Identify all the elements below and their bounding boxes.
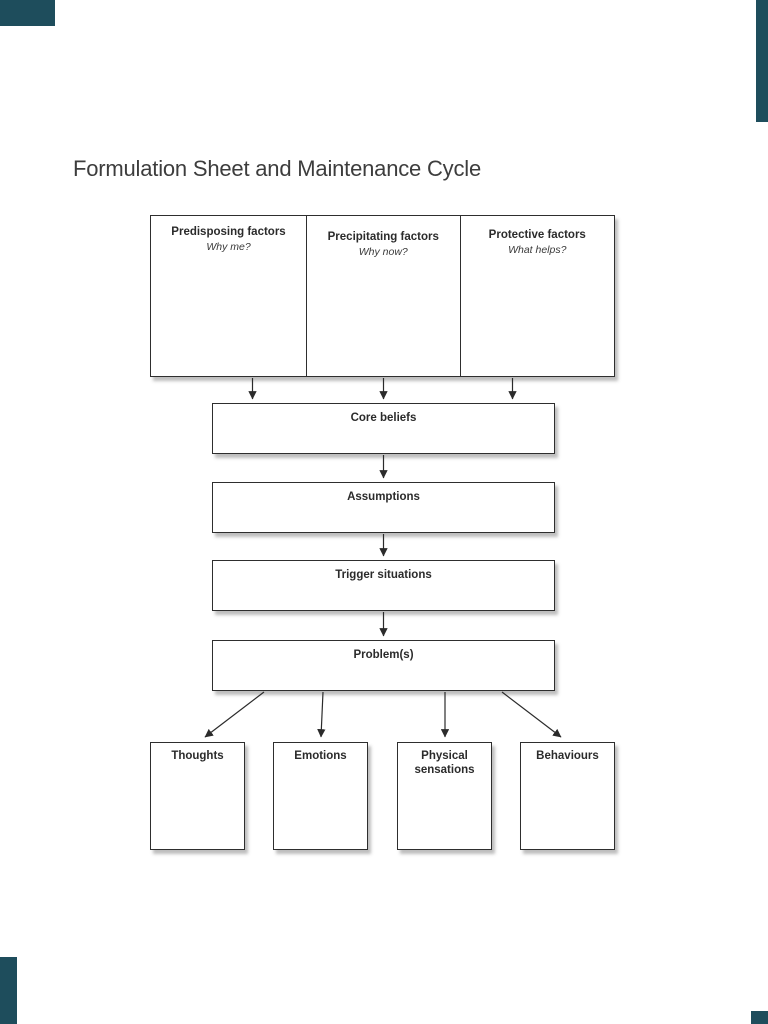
box-subtitle: What helps? — [508, 244, 567, 257]
arrow-problems-to-behaviours — [501, 691, 562, 738]
box-protective-factors: Protective factors What helps? — [459, 215, 615, 377]
box-thoughts: Thoughts — [150, 742, 245, 850]
box-predisposing-factors: Predisposing factors Why me? — [150, 215, 307, 377]
box-title: Predisposing factors — [171, 226, 286, 238]
box-trigger-situations: Trigger situations — [212, 560, 555, 611]
box-behaviours: Behaviours — [520, 742, 615, 850]
box-title: Thoughts — [171, 750, 224, 762]
box-problems: Problem(s) — [212, 640, 555, 691]
box-subtitle: Why me? — [206, 241, 251, 254]
factor-boxes-row: Predisposing factors Why me? Precipitati… — [150, 215, 615, 377]
box-core-beliefs: Core beliefs — [212, 403, 555, 454]
box-assumptions: Assumptions — [212, 482, 555, 533]
box-title: Protective factors — [488, 229, 586, 241]
box-precipitating-factors: Precipitating factors Why now? — [305, 215, 461, 377]
box-emotions: Emotions — [273, 742, 368, 850]
page-title: Formulation Sheet and Maintenance Cycle — [73, 156, 481, 181]
box-title: Problem(s) — [353, 649, 414, 661]
box-title: Precipitating factors — [327, 231, 439, 243]
box-title: Assumptions — [347, 491, 420, 503]
box-subtitle: Why now? — [358, 246, 408, 259]
arrow-problems-to-thoughts — [204, 691, 265, 738]
corner-mark-top-left — [0, 0, 55, 26]
arrow-problems-to-emotions — [317, 691, 326, 738]
box-title: Behaviours — [536, 750, 599, 762]
corner-mark-right-edge — [756, 0, 768, 122]
corner-mark-bottom-left — [0, 957, 17, 1024]
box-physical-sensations: Physical sensations — [397, 742, 492, 850]
box-title: Emotions — [294, 750, 347, 762]
box-title: Trigger situations — [335, 569, 432, 581]
box-title: Physical sensations — [414, 750, 475, 777]
box-title: Core beliefs — [350, 412, 417, 424]
corner-mark-bottom-right — [751, 1011, 768, 1024]
